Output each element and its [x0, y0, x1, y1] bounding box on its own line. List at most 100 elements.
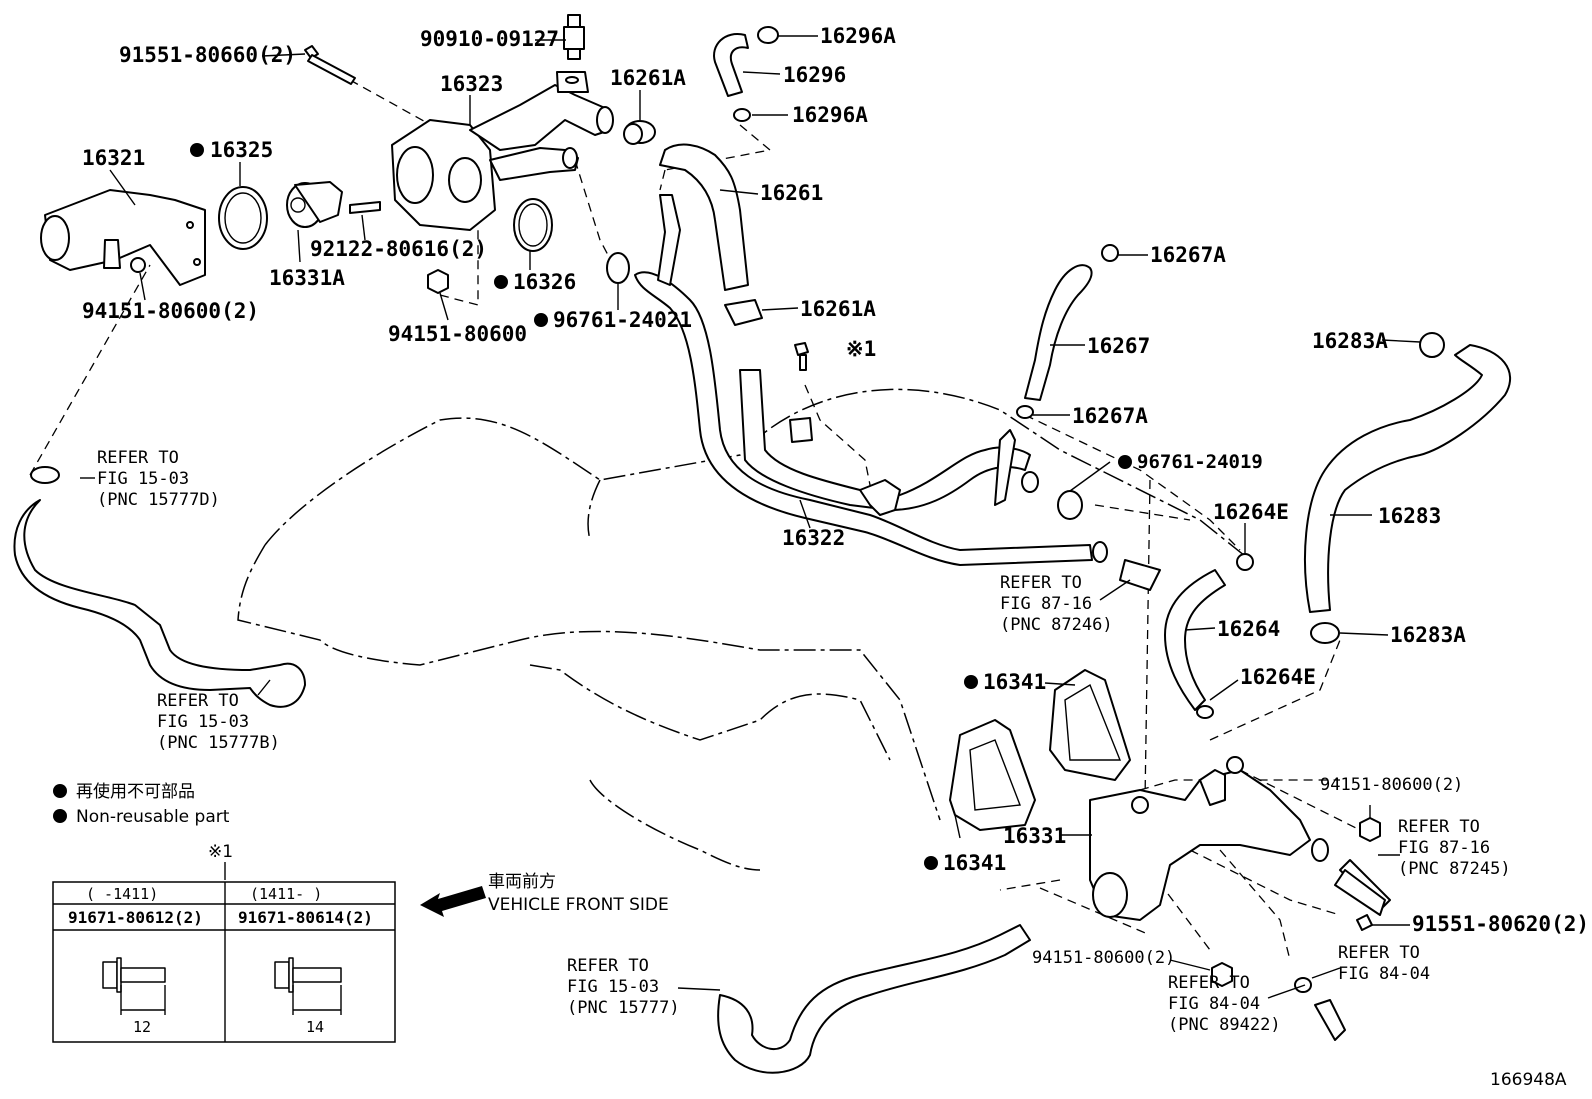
label-16341-bottom: 16341 [943, 851, 1006, 875]
vehicle-front-indicator: 車両前方 VEHICLE FRONT SIDE [420, 872, 669, 917]
refer-84-04: REFER TO FIG 84-04 [1338, 943, 1430, 984]
bolt-14-icon: 14 [274, 957, 342, 1036]
thermostat-16331A [286, 181, 343, 228]
label-94151-80600: 94151-80600 [388, 322, 527, 346]
refer-blocks: REFER TO FIG 15-03 (PNC 15777D) REFER TO… [97, 448, 1511, 1035]
svg-text:FIG 15-03: FIG 15-03 [97, 469, 189, 489]
svg-text:REFER TO: REFER TO [1000, 573, 1082, 593]
label-16296: 16296 [783, 63, 846, 87]
table-col2-part: 91671-80614(2) [238, 908, 373, 927]
clamp-16261A-bottom [724, 299, 763, 326]
label-16326: 16326 [513, 270, 576, 294]
svg-text:REFER TO: REFER TO [567, 956, 649, 976]
label-16267A-top: 16267A [1150, 243, 1226, 267]
hose-16296 [713, 26, 779, 122]
label-16283: 16283 [1378, 504, 1441, 528]
label-16264: 16264 [1217, 617, 1280, 641]
table-col1-len: 12 [133, 1018, 151, 1036]
label-94151-80600-2c: 94151-80600(2) [1032, 948, 1175, 968]
nonreusable-bullet-icon [534, 313, 548, 327]
refer-15777D: REFER TO FIG 15-03 (PNC 15777D) [97, 448, 220, 510]
svg-text:REFER TO: REFER TO [1398, 817, 1480, 837]
label-96761-24019: 96761-24019 [1137, 451, 1263, 473]
gasket-16325 [218, 186, 268, 250]
part-labels: 91551-80660(2) 90910-09127 16296A 16296 … [82, 24, 1589, 968]
label-92122-80616: 92122-80616(2) [310, 237, 487, 261]
front-arrow-icon [420, 886, 486, 917]
svg-text:REFER TO: REFER TO [157, 691, 239, 711]
refer-15777B: REFER TO FIG 15-03 (PNC 15777B) [157, 691, 280, 753]
nonreusable-bullet-icon [924, 856, 938, 870]
svg-text:(PNC 15777): (PNC 15777) [567, 998, 680, 1018]
legend: 再使用不可部品 Non-reusable part [53, 781, 230, 827]
svg-text:(PNC 87245): (PNC 87245) [1398, 859, 1511, 879]
hose-left-refer [13, 466, 306, 708]
oring-96761-24019 [1057, 490, 1083, 520]
leader-lines [80, 35, 1421, 999]
label-16296A-top: 16296A [820, 24, 896, 48]
svg-text:FIG 15-03: FIG 15-03 [157, 712, 249, 732]
clamp-16261A-top [623, 120, 656, 145]
label-16261: 16261 [760, 181, 823, 205]
label-16261A-bottom: 16261A [800, 297, 876, 321]
bolt-12-icon: 12 [102, 957, 166, 1036]
nonreusable-bullet-icon [964, 675, 978, 689]
svg-text:(PNC 87246): (PNC 87246) [1000, 615, 1113, 635]
label-16322: 16322 [782, 526, 845, 550]
label-16261A-top: 16261A [610, 66, 686, 90]
svg-text:REFER TO: REFER TO [97, 448, 179, 468]
label-asterisk-1: ※1 [846, 337, 876, 361]
label-94151-80600-2a: 94151-80600(2) [82, 299, 259, 323]
legend-jp: 再使用不可部品 [76, 781, 195, 802]
svg-text:REFER TO: REFER TO [1168, 973, 1250, 993]
label-91551-80660: 91551-80660(2) [119, 43, 296, 67]
svg-text:FIG 87-16: FIG 87-16 [1398, 838, 1490, 858]
label-16296A-bottom: 16296A [792, 103, 868, 127]
nonreusable-bullet-icon [53, 784, 67, 798]
svg-text:FIG 87-16: FIG 87-16 [1000, 594, 1092, 614]
svg-text:FIG 15-03: FIG 15-03 [567, 977, 659, 997]
engine-body-outline [237, 388, 1251, 871]
valve-90910-09127 [563, 14, 585, 60]
water-outlet-16323 [391, 71, 614, 231]
svg-text:(PNC 89422): (PNC 89422) [1168, 1015, 1281, 1035]
table-mark: ※1 [208, 842, 233, 862]
water-housing-16331 [1089, 756, 1329, 921]
label-16264E-top: 16264E [1213, 500, 1289, 524]
label-16331A: 16331A [269, 266, 345, 290]
water-inlet-16321 [40, 189, 206, 286]
table-col1-header: ( -1411) [86, 885, 158, 903]
label-91551-80620: 91551-80620(2) [1412, 912, 1589, 936]
label-16267A-bottom: 16267A [1072, 404, 1148, 428]
label-16264E-bottom: 16264E [1240, 665, 1316, 689]
svg-text:(PNC 15777D): (PNC 15777D) [97, 490, 220, 510]
gasket-16341-top [1049, 669, 1131, 781]
hose-16283 [1304, 332, 1511, 644]
hose-16264 [1119, 553, 1254, 719]
table-col2-header: (1411- ) [250, 885, 322, 903]
stud-92122-80616 [349, 201, 381, 214]
table-col2-len: 14 [306, 1018, 324, 1036]
front-en: VEHICLE FRONT SIDE [488, 895, 669, 915]
hose-bottom-refer [717, 924, 1031, 1074]
bolt-asterisk-1 [794, 342, 809, 371]
bolt-variant-table: ※1 ( -1411) (1411- ) 91671-80612(2) 9167… [52, 842, 396, 1043]
svg-text:FIG 84-04: FIG 84-04 [1168, 994, 1260, 1014]
svg-text:(PNC 15777B): (PNC 15777B) [157, 733, 280, 753]
pipe-87245 [1334, 869, 1386, 916]
label-16341-top: 16341 [983, 670, 1046, 694]
nonreusable-bullet-icon [53, 809, 67, 823]
label-16283A-top: 16283A [1312, 329, 1388, 353]
label-16331: 16331 [1003, 824, 1066, 848]
gasket-16341-bottom [949, 719, 1036, 831]
legend-en: Non-reusable part [76, 807, 230, 827]
label-16325: 16325 [210, 138, 273, 162]
svg-text:REFER TO: REFER TO [1338, 943, 1420, 963]
table-col1-part: 91671-80612(2) [68, 908, 203, 927]
label-94151-80600-2b: 94151-80600(2) [1320, 775, 1463, 795]
label-96761-24021: 96761-24021 [553, 308, 692, 332]
hose-16261 [659, 143, 749, 291]
svg-text:FIG 84-04: FIG 84-04 [1338, 964, 1430, 984]
label-16267: 16267 [1087, 334, 1150, 358]
